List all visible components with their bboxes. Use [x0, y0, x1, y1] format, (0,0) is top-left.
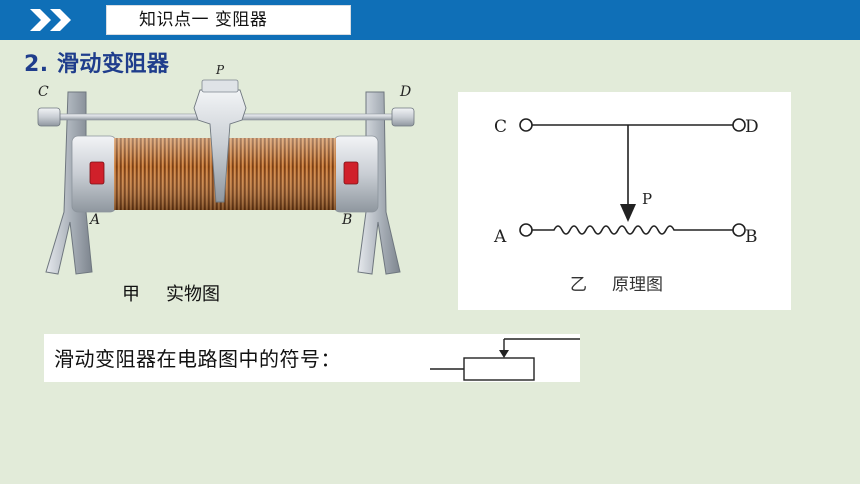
symbol-note-box: 滑动变阻器在电路图中的符号： — [44, 334, 580, 382]
terminal-label-p: P — [215, 63, 225, 77]
diagram-caption-label: 乙 — [570, 275, 587, 295]
rheostat-symbol — [430, 338, 580, 381]
diagram-caption-text: 原理图 — [612, 275, 663, 295]
photo-caption-text: 实物图 — [166, 284, 220, 305]
top-bar: 知识点一 变阻器 — [0, 0, 860, 40]
terminal-label-d: D — [399, 84, 411, 100]
photo-caption: 甲 实物图 — [122, 280, 220, 306]
double-chevron-icon — [30, 9, 71, 31]
principle-diagram-panel: C D P A B 乙 原理图 — [458, 92, 791, 310]
diagram-label-p: P — [642, 190, 652, 208]
section-title: 知识点一 变阻器 — [106, 5, 351, 35]
photo-caption-label: 甲 — [122, 284, 140, 305]
page-heading: 2. 滑动变阻器 — [24, 52, 170, 77]
diagram-label-d: D — [745, 117, 759, 137]
diagram-label-b: B — [745, 227, 758, 247]
diagram-label-a: A — [493, 227, 507, 247]
terminal-label-c: C — [38, 84, 49, 100]
terminal-label-a: A — [88, 212, 100, 228]
symbol-note-text: 滑动变阻器在电路图中的符号： — [54, 347, 341, 371]
principle-diagram: C D P A B 乙 原理图 — [493, 117, 759, 295]
rheostat-photo: C D P A B — [37, 63, 415, 275]
terminal-label-b: B — [341, 212, 352, 228]
diagram-label-c: C — [494, 117, 507, 137]
